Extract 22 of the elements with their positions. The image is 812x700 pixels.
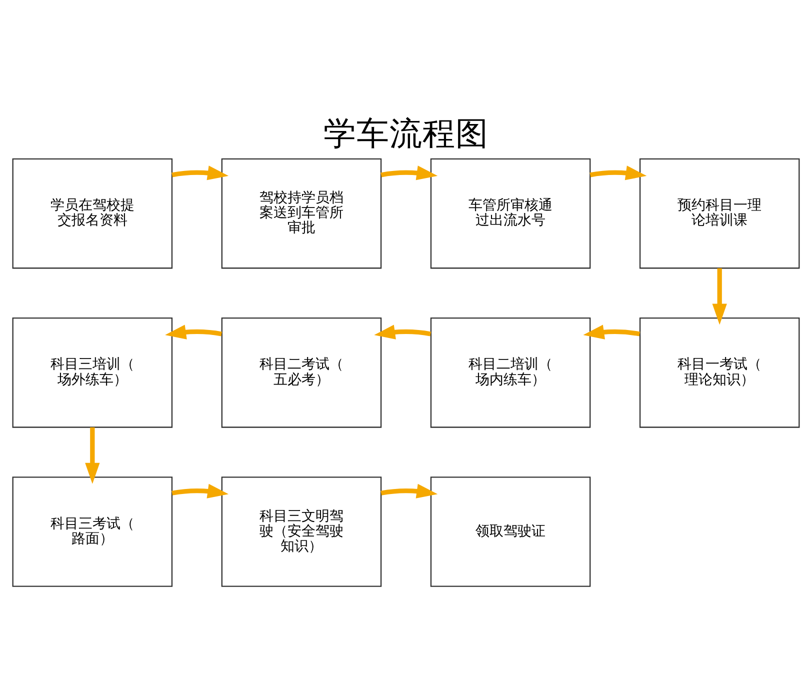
node-box: 科目一考试（理论知识） — [639, 317, 800, 428]
arrow — [85, 427, 100, 484]
node-box: 科目二考试（五必考） — [221, 317, 382, 428]
node-box: 学员在驾校提交报名资料 — [12, 158, 173, 269]
diagram-title: 学车流程图 — [324, 114, 488, 152]
node-box: 车管所审核通过出流水号 — [430, 158, 591, 269]
arrow — [172, 166, 229, 180]
arrow — [583, 324, 640, 340]
node-box: 科目三考试（路面） — [12, 476, 173, 587]
arrow — [590, 166, 647, 180]
node-box: 科目三培训（场外练车） — [12, 317, 173, 428]
arrow — [374, 324, 432, 340]
node-box: 领取驾驶证 — [430, 476, 591, 587]
node-box: 科目二培训（场内练车） — [430, 317, 591, 428]
arrow — [172, 484, 229, 498]
arrow — [380, 484, 438, 498]
node-box: 驾校持学员档案送到车管所审批 — [221, 158, 382, 269]
node-box: 科目三文明驾驶（安全驾驶知识） — [221, 476, 382, 587]
arrow — [712, 268, 727, 325]
node-box: 预约科目一理论培训课 — [639, 158, 800, 269]
arrow — [380, 166, 438, 180]
arrow — [165, 324, 222, 340]
